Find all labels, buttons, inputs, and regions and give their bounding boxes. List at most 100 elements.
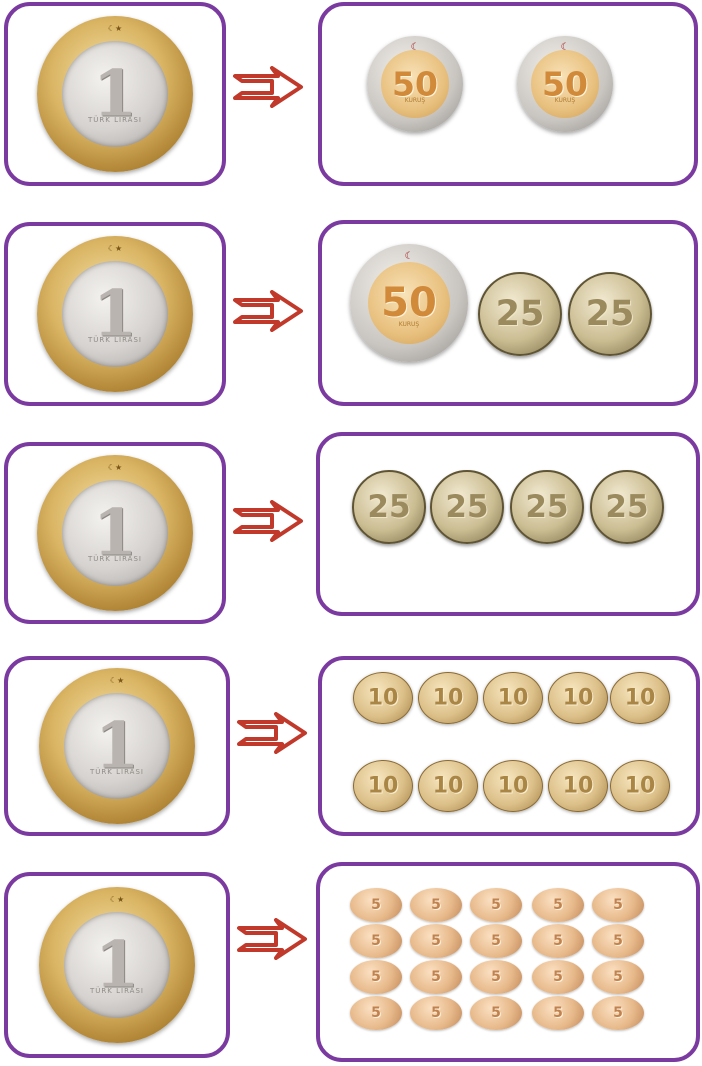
five-kurus-coin: 5 bbox=[410, 924, 462, 958]
coin-value: 5 bbox=[613, 933, 623, 949]
coin-value: 25 bbox=[585, 294, 635, 334]
five-kurus-coin: 5 bbox=[532, 960, 584, 994]
lira-value: 1 bbox=[92, 276, 138, 352]
coin-value: 25 bbox=[495, 294, 545, 334]
lira-value: 1 bbox=[94, 927, 140, 1003]
lira-value: 1 bbox=[92, 56, 138, 132]
lira-text: TÜRK LİRASI bbox=[88, 335, 142, 344]
twenty-five-kurus-coin: 25 bbox=[568, 272, 652, 356]
coin-value: 5 bbox=[491, 933, 501, 949]
ten-kurus-coin: 10 bbox=[610, 760, 670, 812]
coin-unit: KURUŞ bbox=[554, 97, 576, 105]
coin-value: 10 bbox=[562, 685, 594, 711]
coin-value: 10 bbox=[432, 685, 464, 711]
lira-value: 1 bbox=[92, 495, 138, 571]
coin-value: 5 bbox=[491, 897, 501, 913]
lira-value: 1 bbox=[94, 708, 140, 784]
coin-value: 25 bbox=[525, 489, 569, 525]
coin-value: 5 bbox=[371, 1005, 381, 1021]
coin-value: 5 bbox=[371, 969, 381, 985]
five-kurus-coin: 5 bbox=[592, 960, 644, 994]
ten-kurus-coin: 10 bbox=[353, 672, 413, 724]
twenty-five-kurus-coin: 25 bbox=[510, 470, 584, 544]
five-kurus-coin: 5 bbox=[592, 996, 644, 1030]
five-kurus-coin: 5 bbox=[532, 888, 584, 922]
five-kurus-coin: 5 bbox=[470, 960, 522, 994]
double-arrow-right-icon bbox=[237, 918, 307, 960]
coin-value: 5 bbox=[431, 897, 441, 913]
coin-value: 10 bbox=[562, 773, 594, 799]
ten-kurus-coin: 10 bbox=[483, 672, 543, 724]
ten-kurus-coin: 10 bbox=[610, 672, 670, 724]
coin-value: 5 bbox=[613, 897, 623, 913]
coin-value: 5 bbox=[371, 897, 381, 913]
lira-text: TÜRK LİRASI bbox=[90, 986, 144, 995]
coin-value: 25 bbox=[445, 489, 489, 525]
crescent-icon: ☾ bbox=[404, 251, 414, 263]
coin-value: 5 bbox=[431, 1005, 441, 1021]
lira-ring-text: ☾★ bbox=[107, 462, 123, 472]
ten-kurus-coin: 10 bbox=[548, 760, 608, 812]
five-kurus-coin: 5 bbox=[470, 996, 522, 1030]
coin-value: 5 bbox=[371, 933, 381, 949]
coin-value: 10 bbox=[432, 773, 464, 799]
lira-text: TÜRK LİRASI bbox=[88, 554, 142, 563]
coin-unit: KURUŞ bbox=[398, 320, 420, 328]
ten-kurus-coin: 10 bbox=[353, 760, 413, 812]
twenty-five-kurus-coin: 25 bbox=[430, 470, 504, 544]
coin-value: 5 bbox=[431, 969, 441, 985]
five-kurus-coin: 5 bbox=[350, 888, 402, 922]
five-kurus-coin: 5 bbox=[410, 996, 462, 1030]
ten-kurus-coin: 10 bbox=[483, 760, 543, 812]
coin-value: 10 bbox=[624, 685, 656, 711]
five-kurus-coin: 5 bbox=[532, 996, 584, 1030]
ten-kurus-coin: 10 bbox=[418, 672, 478, 724]
coin-value: 25 bbox=[605, 489, 649, 525]
five-kurus-coin: 5 bbox=[592, 888, 644, 922]
coin-value: 5 bbox=[553, 897, 563, 913]
coin-unit: KURUŞ bbox=[404, 97, 426, 105]
lira-ring-text: ☾★ bbox=[109, 894, 125, 904]
ten-kurus-coin: 10 bbox=[418, 760, 478, 812]
ten-kurus-coin: 10 bbox=[548, 672, 608, 724]
double-arrow-right-icon bbox=[233, 290, 303, 332]
coin-value: 10 bbox=[624, 773, 656, 799]
lira-ring-text: ☾★ bbox=[107, 243, 123, 253]
crescent-icon: ☾ bbox=[560, 41, 570, 53]
five-kurus-coin: 5 bbox=[350, 960, 402, 994]
coin-value: 5 bbox=[491, 969, 501, 985]
lira-ring-text: ☾★ bbox=[109, 675, 125, 685]
coin-value: 50 bbox=[392, 64, 438, 104]
five-kurus-coin: 5 bbox=[350, 996, 402, 1030]
five-kurus-coin: 5 bbox=[470, 924, 522, 958]
five-kurus-coin: 5 bbox=[410, 888, 462, 922]
coin-value: 5 bbox=[553, 969, 563, 985]
double-arrow-right-icon bbox=[237, 712, 307, 754]
coin-value: 5 bbox=[491, 1005, 501, 1021]
lira-ring-text: ☾★ bbox=[107, 23, 123, 33]
coin-value: 5 bbox=[431, 933, 441, 949]
five-kurus-coin: 5 bbox=[532, 924, 584, 958]
five-kurus-coin: 5 bbox=[410, 960, 462, 994]
coin-value: 5 bbox=[613, 969, 623, 985]
coin-value: 5 bbox=[613, 1005, 623, 1021]
coin-value: 10 bbox=[367, 773, 399, 799]
lira-text: TÜRK LİRASI bbox=[88, 115, 142, 124]
coin-value: 10 bbox=[497, 773, 529, 799]
